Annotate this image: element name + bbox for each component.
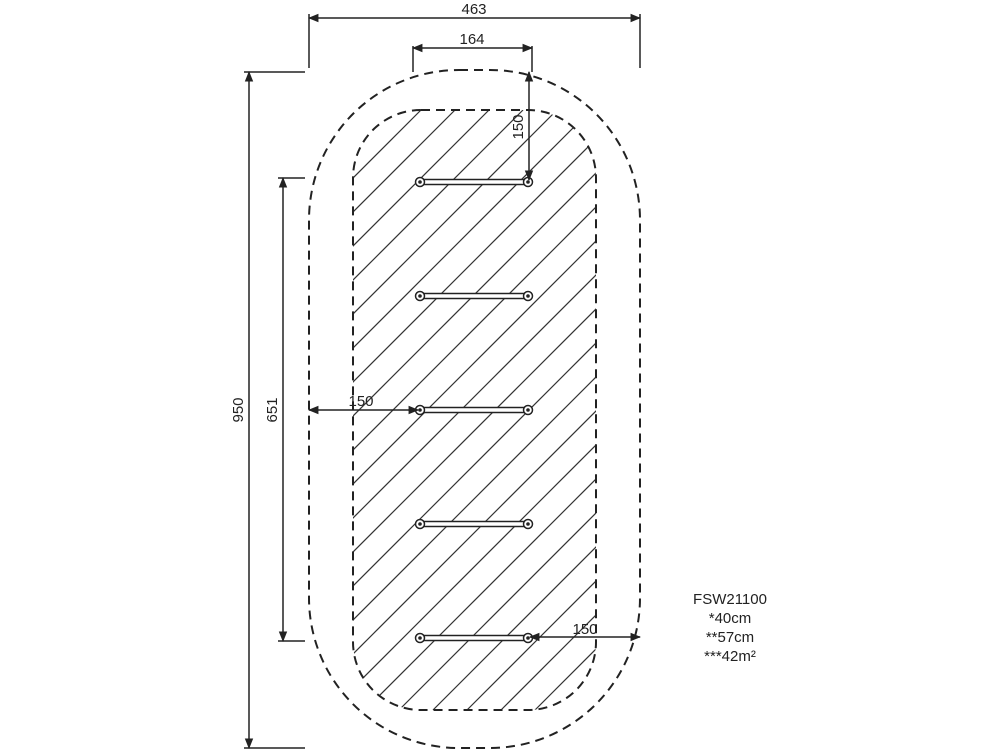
hatch-line bbox=[353, 110, 592, 710]
ladder-rung bbox=[414, 176, 534, 188]
ladder-rung bbox=[414, 632, 534, 644]
spec-free-fall-height: *40cm bbox=[708, 610, 752, 627]
side-clearance-right-label: 150 bbox=[572, 621, 597, 638]
dimension-rung-length: 164 bbox=[411, 31, 534, 72]
overall-length-label: 950 bbox=[230, 397, 247, 422]
hatch-line bbox=[353, 110, 596, 710]
rung-length-label: 164 bbox=[459, 31, 484, 48]
side-clearance-left-label: 150 bbox=[348, 393, 373, 410]
hatch-line bbox=[977, 110, 1000, 710]
hatch-line bbox=[875, 110, 1000, 710]
ladder-rung bbox=[414, 404, 534, 416]
hatch-line bbox=[364, 110, 596, 710]
hatch-line bbox=[353, 110, 596, 710]
hatch-line bbox=[353, 110, 558, 710]
ladder-rung bbox=[414, 290, 534, 302]
dimension-side-clearance-right: 150 bbox=[528, 621, 642, 642]
hatch-line bbox=[398, 110, 596, 710]
equipment-length-label: 651 bbox=[264, 397, 281, 422]
hatch-line bbox=[432, 110, 596, 710]
ladder-rungs bbox=[414, 176, 534, 644]
inner-impact-zone bbox=[352, 109, 597, 711]
spec-area: ***42m² bbox=[704, 648, 756, 665]
overall-width-label: 463 bbox=[461, 1, 486, 18]
dimension-side-clearance-left: 150 bbox=[307, 393, 420, 415]
hatch-line bbox=[353, 110, 596, 710]
hatch-line bbox=[466, 110, 596, 710]
top-clearance-label: 150 bbox=[510, 114, 527, 139]
hatch-line bbox=[353, 110, 456, 710]
dimension-overall-length: 950 bbox=[230, 70, 305, 750]
hatch-line bbox=[807, 110, 1000, 710]
dimension-top-clearance: 150 bbox=[510, 70, 534, 182]
hatch-line bbox=[909, 110, 1000, 710]
dimension-equipment-length: 651 bbox=[264, 176, 305, 643]
hatch-line bbox=[943, 110, 1000, 710]
model-number: FSW21100 bbox=[693, 591, 767, 608]
ladder-rung bbox=[414, 518, 534, 530]
hatch-line bbox=[353, 110, 524, 710]
hatch-line bbox=[353, 110, 490, 710]
spec-block: FSW21100 *40cm **57cm ***42m² bbox=[660, 590, 800, 666]
hatch-line bbox=[353, 110, 354, 710]
hatch-line bbox=[353, 110, 596, 710]
hatch-line bbox=[773, 110, 1000, 710]
dimension-overall-width: 463 bbox=[307, 1, 642, 68]
hatch-line bbox=[841, 110, 1000, 710]
spec-height: **57cm bbox=[705, 629, 755, 646]
